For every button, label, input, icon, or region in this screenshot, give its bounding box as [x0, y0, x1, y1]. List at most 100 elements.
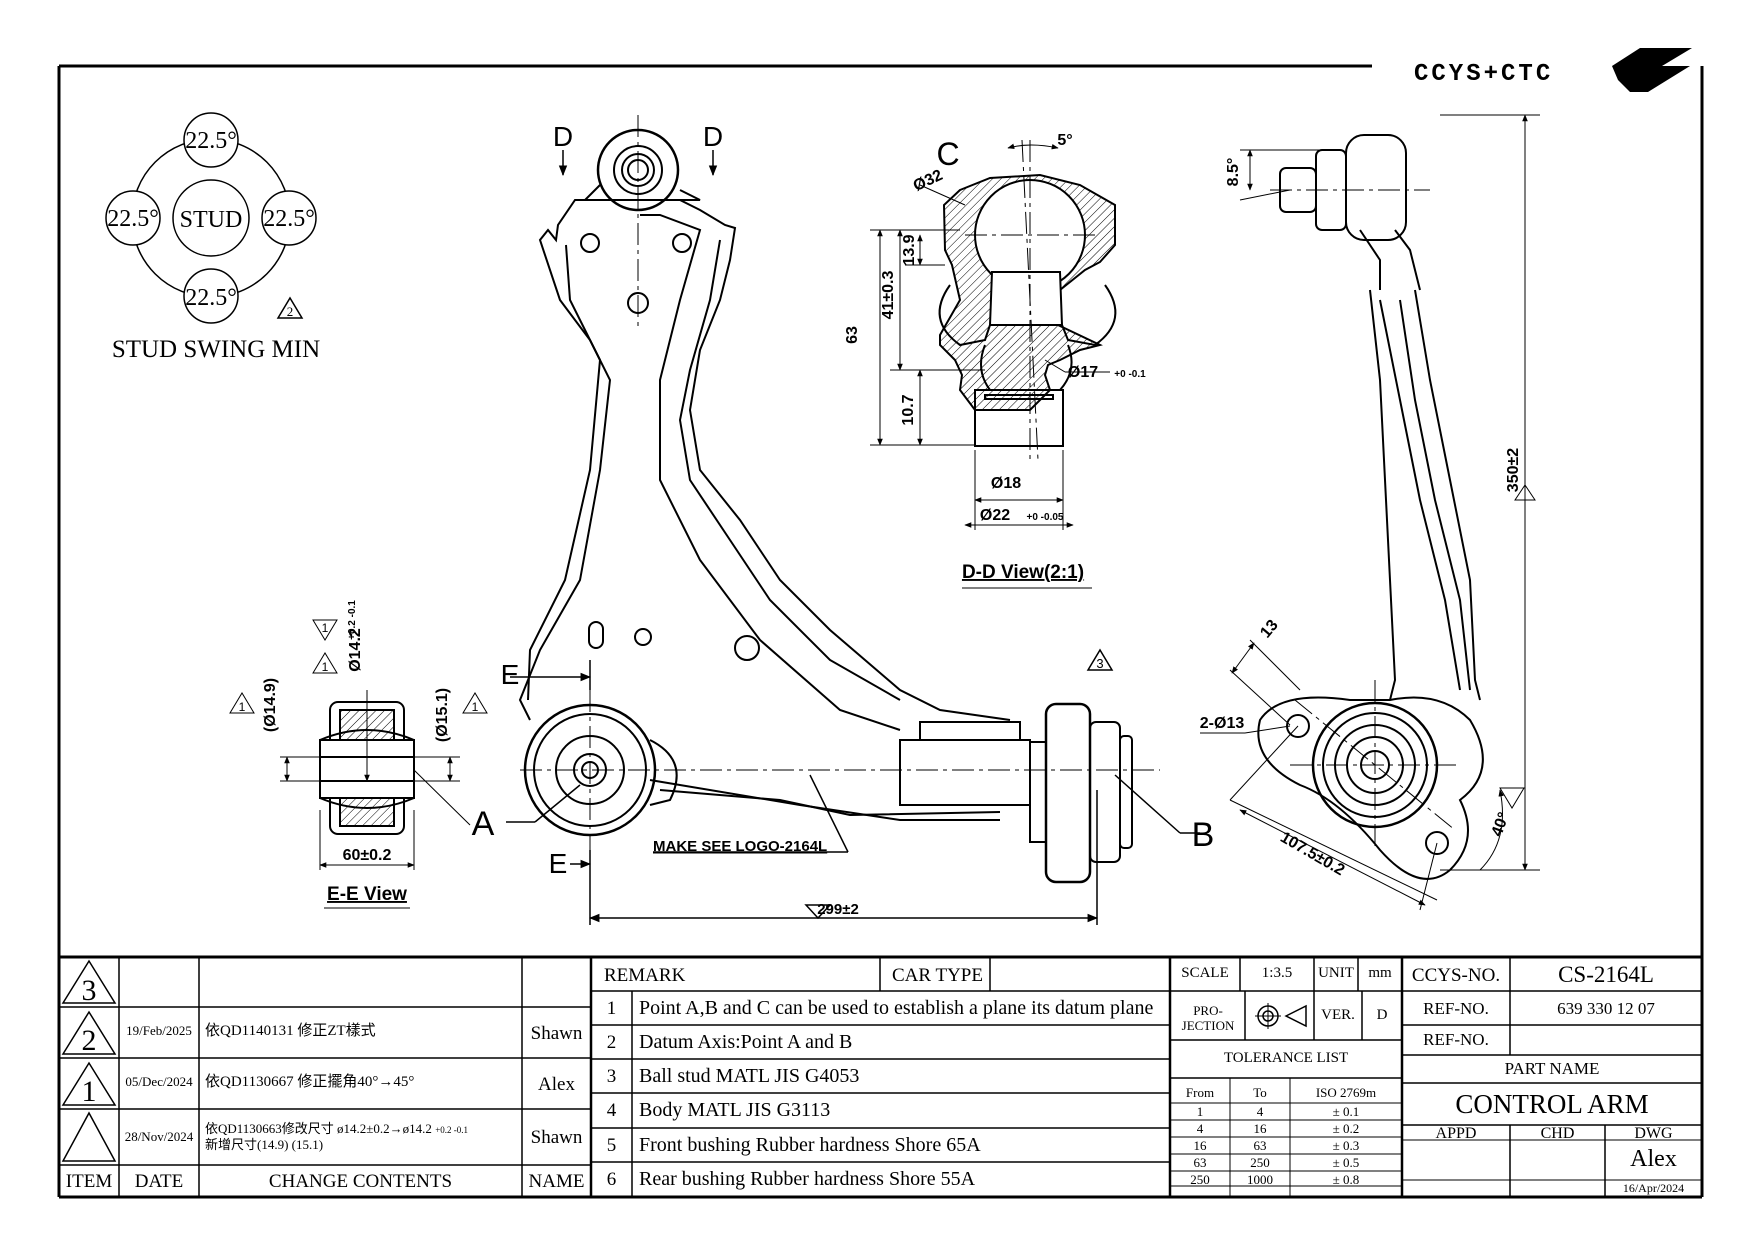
dd-height-107: 10.7: [900, 394, 917, 425]
rev-content-1b: 新增尺寸(14.9) (15.1): [205, 1137, 324, 1152]
ref-no-label: REF-NO.: [1423, 999, 1489, 1018]
header-item: ITEM: [65, 1171, 113, 1192]
unit-value: mm: [1368, 965, 1392, 981]
projection-label: PRO-JECTION: [1181, 1003, 1235, 1033]
dd-height-139: 13.9: [901, 234, 918, 265]
rev-date-2: 05/Dec/2024: [125, 1074, 193, 1089]
part-name-label: PART NAME: [1504, 1059, 1600, 1078]
section-e-bottom: E: [549, 848, 568, 879]
tol-from-1: 1: [1196, 1104, 1204, 1119]
dd-dia-22: Ø22: [980, 507, 1010, 524]
section-d-right: D: [703, 121, 723, 152]
ref-no-value: 639 330 12 07: [1557, 999, 1655, 1018]
logo-emblem: [1612, 48, 1692, 92]
ver-label: VER.: [1321, 1007, 1355, 1023]
dd-view-title: D-D View(2:1): [962, 562, 1084, 583]
side-angle-85: 8.5°: [1225, 158, 1242, 187]
swing-angle-top: 22.5°: [185, 128, 237, 154]
tol-from-3: 16: [1193, 1138, 1207, 1153]
company-logo: CCYS+CTC: [1414, 48, 1692, 92]
side-length-350: 350±2: [1505, 448, 1522, 492]
tol-header-from: From: [1185, 1085, 1215, 1100]
scale-value: 1:3.5: [1261, 965, 1293, 981]
remark-num-6: 6: [606, 1169, 617, 1190]
ee-dia-151: (Ø15.1): [434, 688, 451, 742]
scale-label: SCALE: [1181, 965, 1229, 981]
stud-label: STUD: [180, 207, 243, 233]
dd-dia-17-tol: +0 -0.1: [1114, 369, 1146, 380]
rev-item-2: 2: [81, 1024, 97, 1057]
tol-to-3: 63: [1253, 1138, 1267, 1153]
ccys-no-value: CS-2164L: [1558, 962, 1654, 987]
dd-height-41: 41±0.3: [880, 270, 897, 319]
remark-text-3: Ball stud MATL JIS G4053: [639, 1065, 860, 1087]
dd-height-63: 63: [844, 326, 861, 344]
remark-num-1: 1: [606, 998, 617, 1019]
rev-date-3: 19/Feb/2025: [126, 1023, 192, 1038]
header-date: DATE: [134, 1171, 184, 1192]
rev-content-1-tol: +0.2 -0.1: [435, 1125, 469, 1135]
tol-header-iso: ISO 2769m: [1315, 1085, 1377, 1100]
tol-to-5: 1000: [1247, 1172, 1273, 1187]
tol-val-4: ± 0.5: [1332, 1155, 1360, 1170]
ee-rev-mark-2: 1: [472, 700, 479, 714]
dd-angle-5: 5°: [1057, 132, 1072, 149]
remark-text-1: Point A,B and C can be used to establish…: [639, 997, 1154, 1019]
swing-angle-right: 22.5°: [263, 206, 315, 232]
stud-swing-diagram: [105, 112, 317, 324]
ee-view-title: E-E View: [327, 884, 407, 905]
point-a-label: A: [472, 805, 495, 843]
stud-swing-title: STUD SWING MIN: [112, 336, 320, 363]
ee-dia-142-tol: +0.2 -0.1: [347, 600, 358, 640]
tol-to-1: 4: [1256, 1104, 1264, 1119]
dd-dia-18: Ø18: [991, 475, 1021, 492]
drawn-by: Alex: [1630, 1146, 1677, 1172]
overall-length: 299±2: [817, 901, 859, 918]
logo-note: MAKE SEE LOGO-2164L: [653, 838, 827, 855]
ee-rev-mark-4: 1: [322, 621, 329, 635]
side-dim-13: 13: [1257, 617, 1282, 642]
rev-content-1: 依QD1130663修改尺寸 ø14.2±0.2→ø14.2 +0.2 -0.1: [205, 1122, 468, 1135]
header-change-contents: CHANGE CONTENTS: [268, 1171, 453, 1192]
rev-content-2: 依QD1130667 修正擺角40°→45°: [205, 1074, 415, 1090]
rev-date-1: 28/Nov/2024: [124, 1129, 194, 1144]
chd-label: CHD: [1540, 1125, 1575, 1142]
tol-to-4: 250: [1250, 1155, 1270, 1170]
control-arm-side-view: [1257, 134, 1484, 880]
dd-dia-22-tol: +0 -0.05: [1027, 512, 1064, 523]
stud-swing-rev-mark: 2: [287, 304, 294, 319]
swing-angle-bottom: 22.5°: [185, 285, 237, 311]
ee-rev-mark-3: 1: [322, 660, 329, 674]
ee-dia-142: Ø14.2: [347, 628, 364, 672]
appd-label: APPD: [1435, 1125, 1477, 1142]
rev-name-3: Shawn: [530, 1023, 583, 1044]
remark-num-2: 2: [606, 1032, 617, 1053]
side-length-1075: 107.5±0.2: [1277, 829, 1347, 879]
title-block-grid: [59, 955, 1702, 1197]
remark-text-2: Datum Axis:Point A and B: [639, 1031, 853, 1053]
remark-num-4: 4: [606, 1100, 617, 1121]
rev-name-1: Shawn: [530, 1127, 583, 1148]
ver-value: D: [1376, 1007, 1388, 1023]
header-name: NAME: [528, 1171, 585, 1192]
ee-dia-149: (Ø14.9): [262, 678, 279, 732]
remark-num-5: 5: [606, 1135, 617, 1156]
point-c-label: C: [936, 136, 959, 172]
dd-dia-17: Ø17: [1068, 364, 1098, 381]
control-arm-main-view: [518, 128, 1133, 884]
ee-width-60: 60±0.2: [343, 847, 392, 864]
tolerance-title: TOLERANCE LIST: [1223, 1050, 1349, 1066]
section-d-left: D: [553, 121, 573, 152]
rev-content-3: 依QD1140131 修正ZT樣式: [205, 1023, 376, 1039]
tol-from-2: 4: [1196, 1121, 1204, 1136]
tol-from-4: 63: [1193, 1155, 1207, 1170]
rev-name-2: Alex: [538, 1074, 575, 1095]
swing-angle-left: 22.5°: [107, 206, 159, 232]
ccys-no-label: CCYS-NO.: [1411, 965, 1501, 986]
remark-text-4: Body MATL JIS G3113: [639, 1099, 831, 1121]
remark-num-3: 3: [606, 1066, 617, 1087]
tol-val-2: ± 0.2: [1332, 1121, 1360, 1136]
part-name-value: CONTROL ARM: [1455, 1089, 1649, 1119]
remark-header: REMARK: [604, 965, 686, 986]
